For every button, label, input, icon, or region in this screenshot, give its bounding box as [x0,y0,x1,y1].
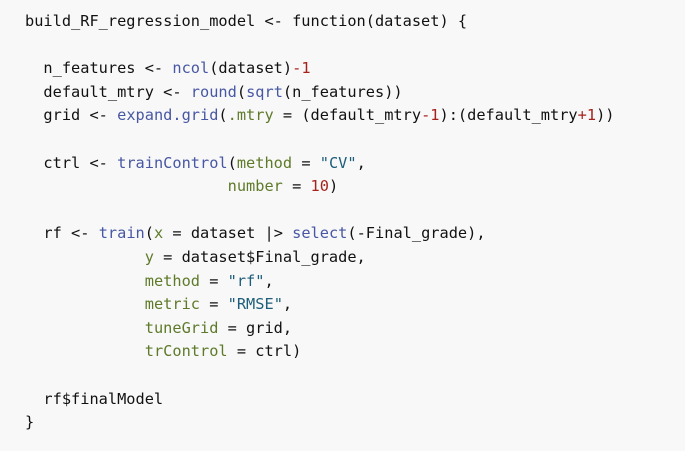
code-token-argument: y [144,247,154,266]
code-token-function: ncol [172,59,210,78]
code-token-default [25,342,145,360]
code-line: } [25,411,614,435]
code-token-default: rf$finalModel [25,389,164,408]
code-token-argument: number [227,177,283,196]
code-line: build_RF_regression_model <- function(da… [25,10,614,34]
code-token-argument: method [236,153,293,172]
code-token-default [25,272,145,290]
code-token-default: = dataset |> [163,224,293,243]
code-token-string: "RMSE" [227,295,283,314]
code-line: rf <- train(x = dataset |> select(-Final… [25,222,614,246]
code-token-function: sqrt [246,82,283,101]
code-token-default: ):(default_mtry [439,106,578,125]
code-line: n_features <- ncol(dataset)-1 [25,57,614,81]
code-line: number = 10) [25,175,614,199]
code-token-default: ( [144,224,154,243]
code-token-default: = (default_mtry [273,106,422,125]
code-token-default [25,295,145,313]
code-line: default_mtry <- round(sqrt(n_features)) [25,81,614,105]
code-line [25,199,614,223]
code-token-default: = [200,271,228,290]
code-token-number: - [292,59,302,78]
code-token-default: grid <- [25,106,118,125]
code-token-number: 10 [310,177,329,196]
code-token-string: "rf" [227,271,265,290]
code-line [25,128,614,152]
code-token-default: , [282,295,293,314]
code-token-default: ( [236,82,247,101]
code-listing: build_RF_regression_model <- function(da… [25,10,614,435]
code-token-default: , [356,153,366,172]
code-token-function: expand.grid [117,106,219,125]
code-token-function: select [292,224,348,243]
code-token-default: (dataset) { [365,12,468,30]
code-token-default: n_features <- [25,59,173,78]
code-token-default: ( [227,153,237,172]
code-token-argument: tuneGrid [144,318,219,337]
code-line: metric = "RMSE", [25,293,614,317]
code-token-default: ) [328,177,339,196]
code-token-argument: method [144,271,200,290]
code-token-default: ctrl <- [25,153,118,172]
code-token-default: = [292,153,320,172]
code-token-default: function [292,12,366,30]
code-token-default: = [282,177,311,196]
code-token-default: , [264,271,274,290]
code-token-argument: metric [144,295,200,314]
code-line: rf$finalModel [25,388,614,412]
code-token-string: "CV" [319,153,357,172]
code-token-default [25,248,145,266]
code-token-default: = dataset$Final_grade, [153,247,366,266]
code-line: y = dataset$Final_grade, [25,246,614,270]
code-token-default: )) [596,106,615,125]
code-token-default: } [25,413,35,432]
code-token-default: = ctrl) [227,342,302,361]
code-token-argument: trControl [144,342,228,361]
code-token-function: train [98,224,145,243]
code-token-default: ( [218,106,228,125]
code-token-argument: .mtry [227,106,274,125]
code-token-default: (dataset) [209,59,293,78]
code-line: grid <- expand.grid(.mtry = (default_mtr… [25,104,614,128]
code-token-number: -1 [421,106,440,125]
code-token-number: +1 [577,106,597,125]
code-token-argument: x [153,224,164,243]
code-line: tuneGrid = grid, [25,317,614,341]
code-token-default: = grid, [218,318,293,337]
code-token-function: trainControl [117,153,228,172]
code-token-default: default_mtry <- [25,82,191,101]
code-line: method = "rf", [25,270,614,294]
code-token-function: round [190,82,237,101]
code-token-default: = [200,295,228,314]
code-line [25,34,614,58]
code-line: ctrl <- trainControl(method = "CV", [25,152,614,176]
code-line: trControl = ctrl) [25,340,614,364]
code-token-default: (-Final_grade), [347,224,486,243]
code-token-default: (n_features)) [282,82,403,101]
code-token-default: rf <- [25,224,99,243]
code-token-default [25,319,145,337]
code-token-default [25,177,228,195]
code-line [25,364,614,388]
code-token-default: build_RF_regression_model <- [25,12,293,30]
code-token-number: 1 [301,59,311,78]
